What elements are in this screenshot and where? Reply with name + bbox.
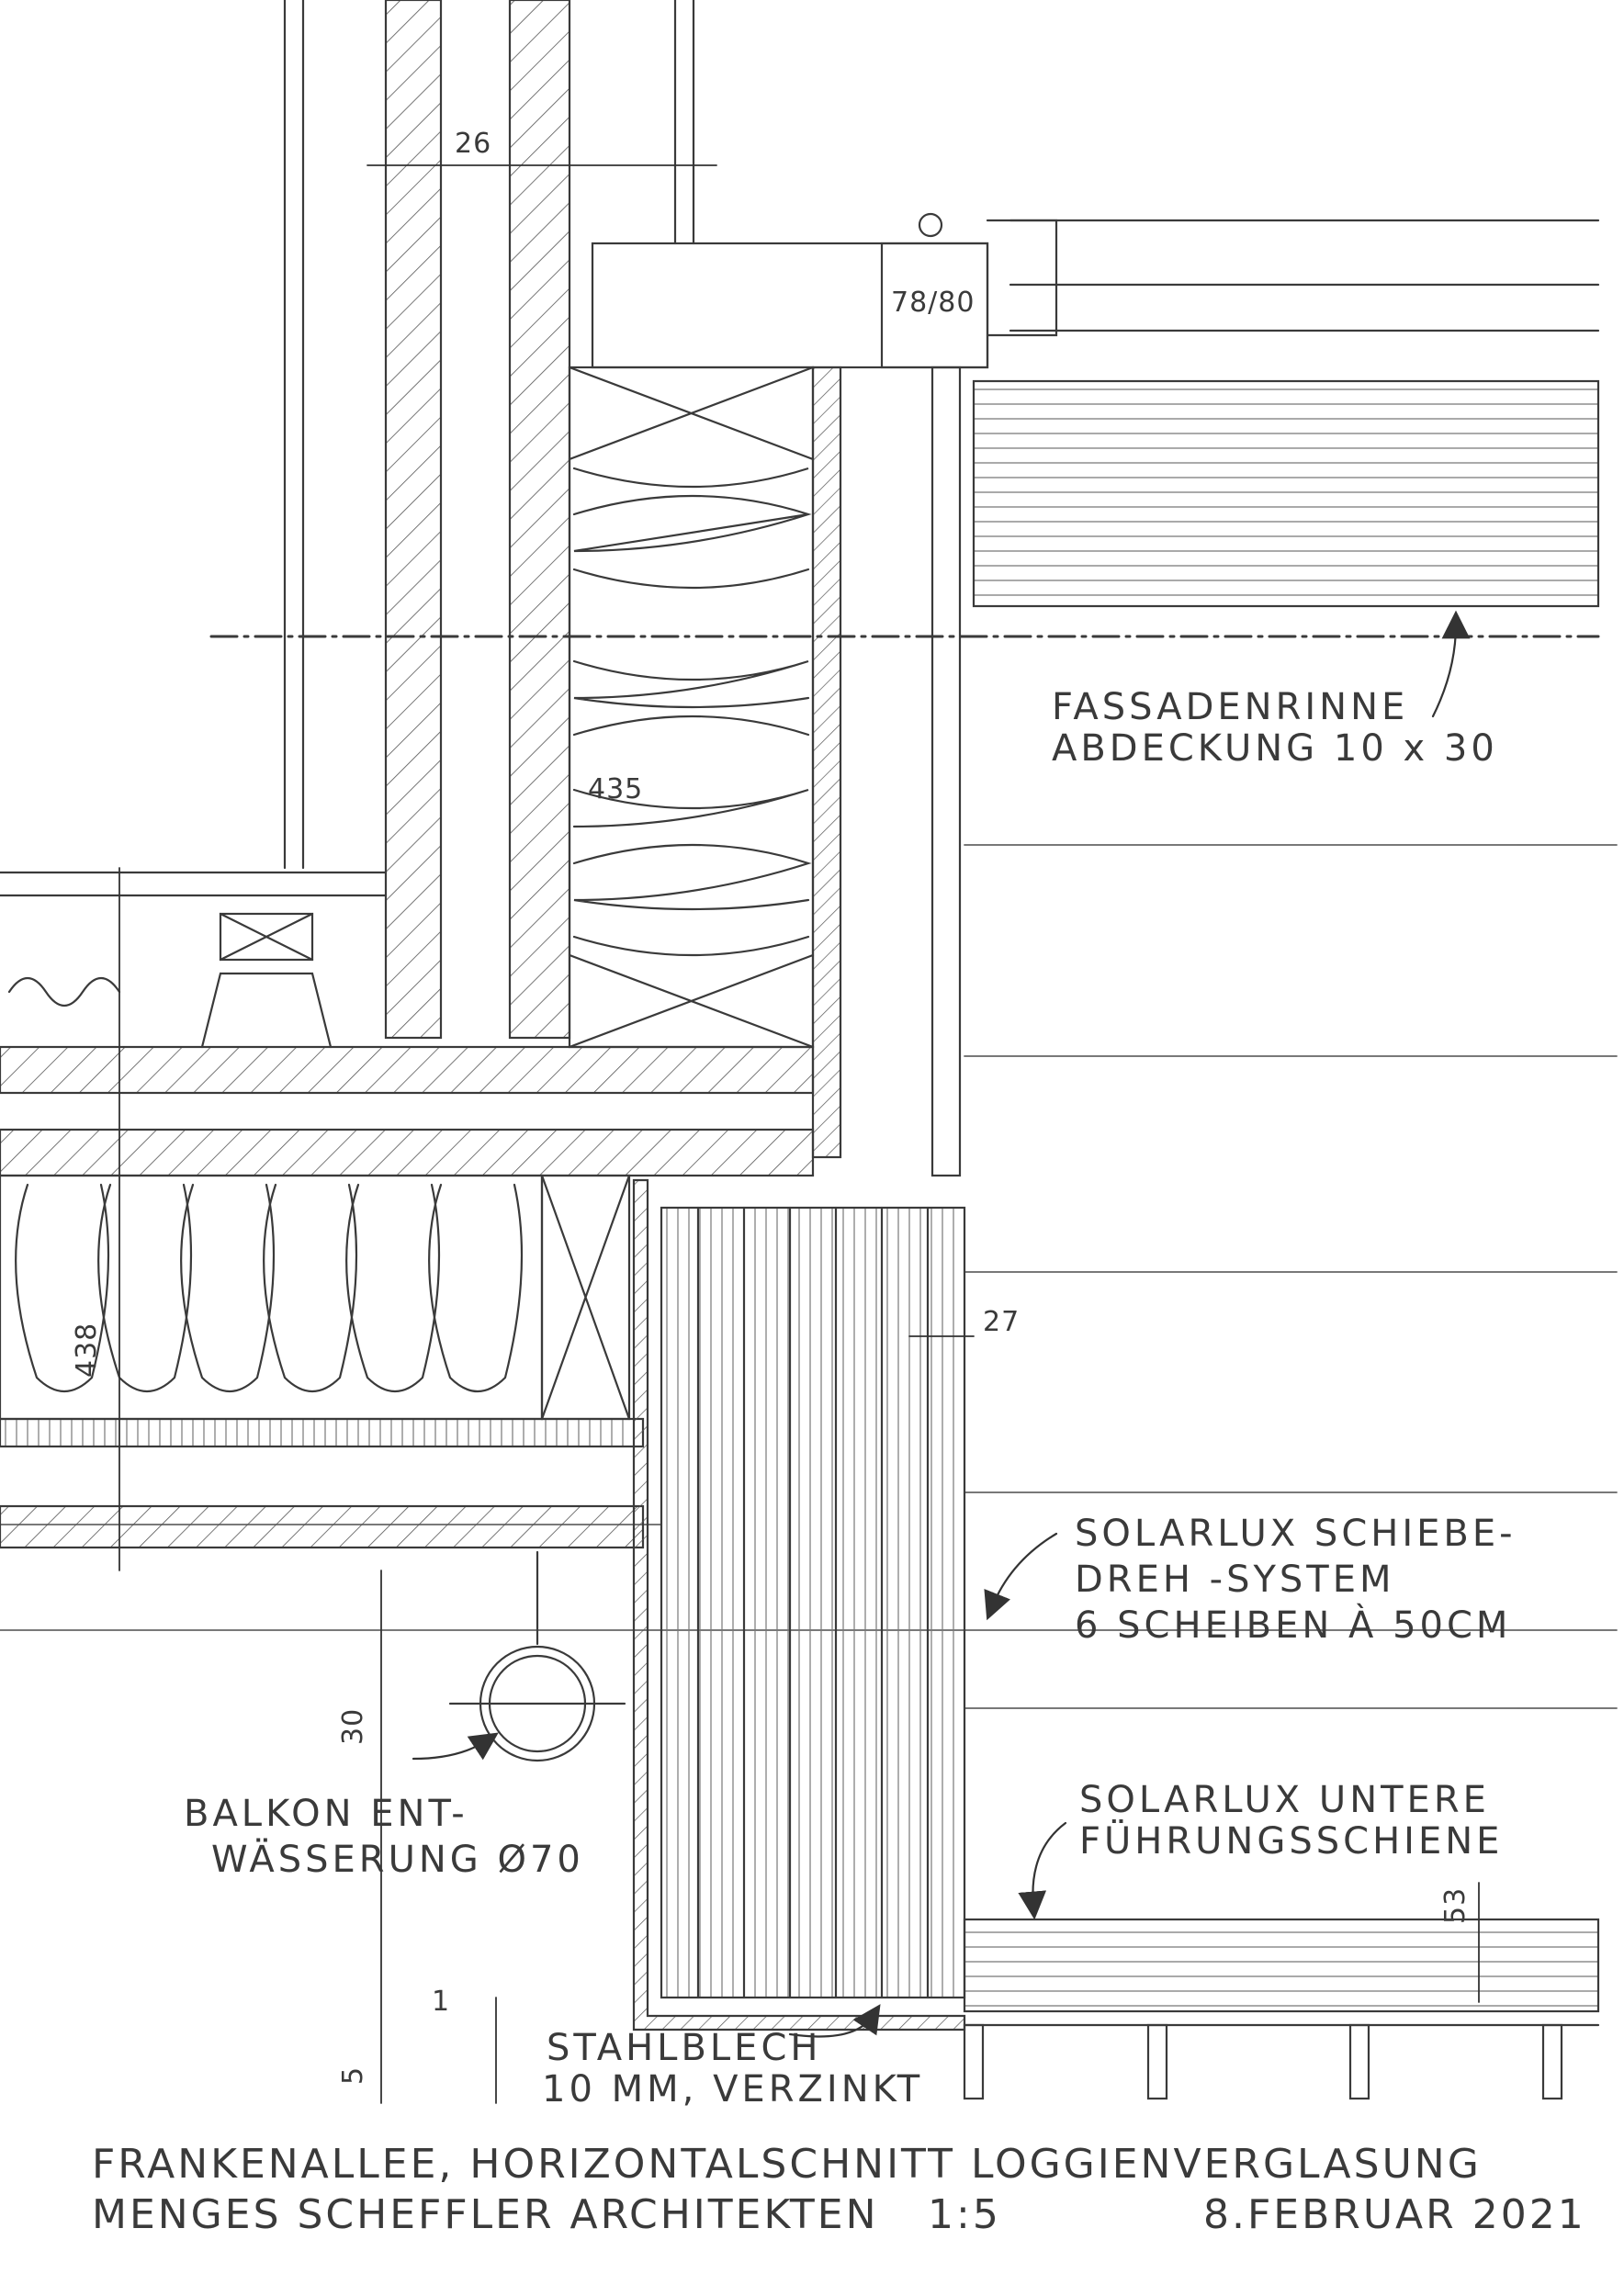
- note-stahlblech-2: 10 MM, VERZINKT: [542, 2068, 924, 2110]
- glass-panels: [660, 1206, 966, 1999]
- note-fassadenrinne-2: ABDECKUNG 10 x 30: [1052, 727, 1498, 770]
- note-solarlux-3: 6 SCHEIBEN À 50CM: [1075, 1604, 1512, 1647]
- dim-30: 30: [337, 1707, 369, 1745]
- architects-name: MENGES SCHEFFLER ARCHITEKTEN: [92, 2191, 879, 2238]
- dimension-lines: [118, 164, 1480, 2104]
- dim-26: 26: [455, 128, 492, 160]
- dim-27: 27: [983, 1306, 1021, 1338]
- scale-label: 1:5: [928, 2191, 1001, 2238]
- note-stahlblech-1: STAHLBLECH: [547, 2027, 822, 2069]
- date-label: 8.FEBRUAR 2021: [1203, 2191, 1586, 2238]
- beam-78-80: [591, 212, 1058, 369]
- title-line: FRANKENALLEE, HORIZONTALSCHNITT LOGGIENV…: [92, 2141, 1482, 2188]
- dim-5: 5: [337, 2065, 369, 2085]
- dim-53: 53: [1439, 1886, 1472, 1924]
- dim-78-80: 78/80: [891, 287, 976, 319]
- dim-438: 438: [71, 1322, 103, 1378]
- guide-rail: [963, 1918, 1600, 2100]
- note-fassadenrinne-1: FASSADENRINNE: [1052, 686, 1409, 728]
- note-schiene-1: SOLARLUX UNTERE: [1079, 1779, 1490, 1821]
- steel-angle: [632, 1178, 966, 2032]
- drain-pipe: [448, 1550, 626, 1762]
- dim-435: 435: [588, 773, 644, 805]
- note-balkon-2: WÄSSERUNG Ø70: [211, 1839, 584, 1881]
- note-balkon-1: BALKON ENT-: [184, 1793, 468, 1835]
- dim-1: 1: [432, 1986, 451, 2018]
- upper-wall: [283, 0, 695, 1040]
- floor-slab: [0, 871, 815, 1549]
- note-schiene-2: FÜHRUNGSSCHIENE: [1079, 1820, 1504, 1863]
- note-solarlux-2: DREH -SYSTEM: [1075, 1559, 1395, 1601]
- facade-panel: [972, 219, 1600, 608]
- insulation-column: [568, 366, 962, 1177]
- note-solarlux-1: SOLARLUX SCHIEBE-: [1075, 1513, 1517, 1555]
- leader-arrows: [412, 610, 1471, 2038]
